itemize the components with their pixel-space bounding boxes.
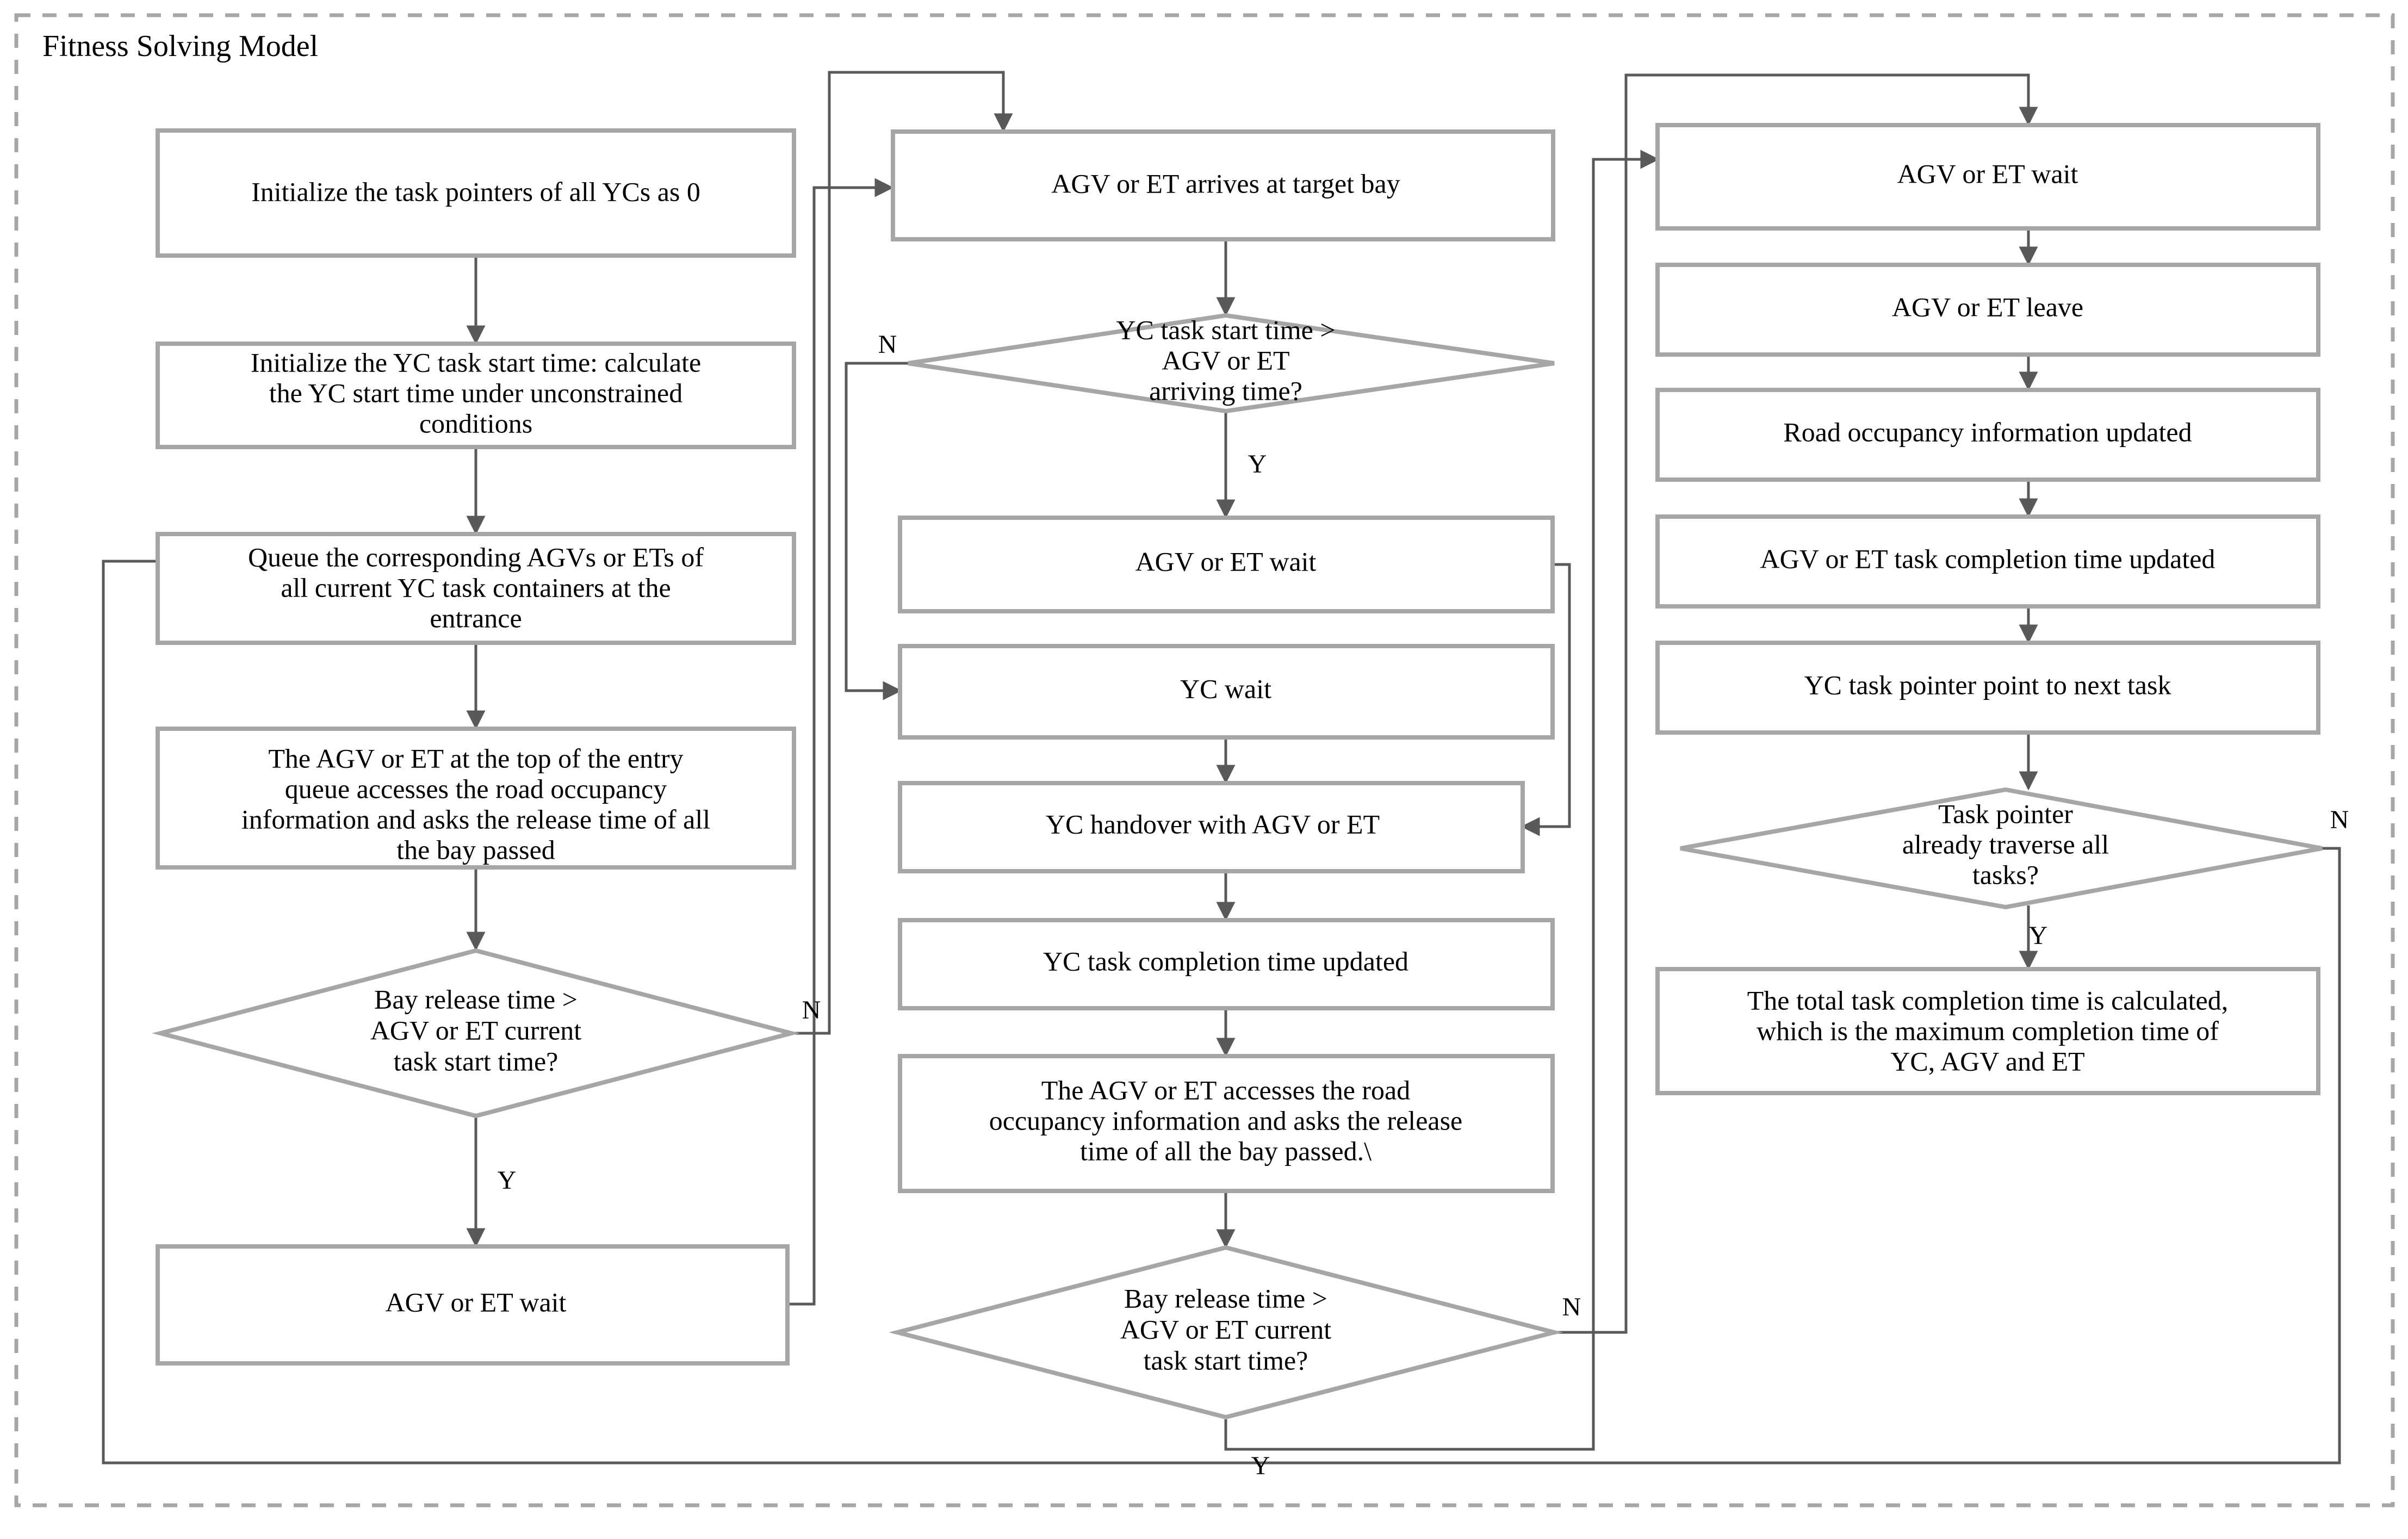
node-n4-line-3: information and asks the release time of…: [241, 804, 710, 834]
node-n9-label: AGV or ET wait: [1135, 546, 1317, 576]
edge-n14-yes-n16: [1224, 150, 1660, 1451]
node-n20[interactable]: Task pointer already traverse all tasks?: [1680, 787, 2323, 910]
node-n1[interactable]: Initialize the task pointers of all YCs …: [156, 128, 796, 258]
node-n21-line-2: which is the maximum completion time of: [1757, 1015, 2219, 1046]
node-n21-line-1: The total task completion time is calcul…: [1747, 985, 2228, 1015]
node-n4-line-2: queue accesses the road occupancy: [285, 773, 667, 804]
node-n15[interactable]: AGV or ET wait: [1655, 123, 2320, 231]
node-n13-line-2: occupancy information and asks the relea…: [989, 1105, 1462, 1135]
edge-n9-n11: [1520, 563, 1571, 836]
node-n18[interactable]: AGV or ET task completion time updated: [1655, 514, 2320, 609]
node-n4-line-4: the bay passed: [396, 834, 555, 865]
edge-n8-no-n10: [845, 362, 909, 700]
node-n17-label: Road occupancy information updated: [1783, 417, 2192, 447]
node-n10-label: YC wait: [1180, 673, 1271, 704]
node-n14-line-1: Bay release time >: [1124, 1283, 1327, 1313]
node-n21-line-3: YC, AGV and ET: [1890, 1046, 2084, 1076]
node-n8-line-1: YC task start time >: [1116, 314, 1335, 345]
node-n2[interactable]: Initialize the YC task start time: calcu…: [156, 342, 796, 449]
node-n5-line-1: Bay release time >: [374, 984, 578, 1014]
node-n3-line-1: Queue the corresponding AGVs or ETs of: [248, 542, 704, 572]
node-n15-label: AGV or ET wait: [1897, 158, 2078, 189]
edge-n14-no-n15: [1554, 73, 2038, 1334]
node-n8-line-3: arriving time?: [1149, 375, 1302, 406]
page-title: Fitness Solving Model: [42, 29, 318, 63]
node-n18-label: AGV or ET task completion time updated: [1760, 543, 2215, 574]
node-n14-line-2: AGV or ET current: [1120, 1314, 1331, 1344]
edge-label-n20-no: N: [2330, 805, 2349, 834]
node-n12[interactable]: YC task completion time updated: [898, 918, 1555, 1010]
node-n7[interactable]: AGV or ET arrives at target bay: [891, 129, 1555, 241]
node-n7-label: AGV or ET arrives at target bay: [1051, 168, 1400, 198]
node-n10[interactable]: YC wait: [898, 644, 1555, 740]
edge-label-n14-yes: Y: [1251, 1451, 1270, 1480]
edge-label-n20-yes: Y: [2029, 921, 2048, 950]
node-n4[interactable]: The AGV or ET at the top of the entry qu…: [156, 727, 796, 870]
node-n3[interactable]: Queue the corresponding AGVs or ETs of a…: [156, 532, 796, 645]
edge-label-n14-no: N: [1562, 1293, 1581, 1321]
node-n13-line-3: time of all the bay passed.\: [1080, 1135, 1371, 1166]
node-n5-line-3: task start time?: [394, 1046, 558, 1076]
node-n19-label: YC task pointer point to next task: [1804, 669, 2171, 700]
node-n2-line-3: conditions: [419, 408, 532, 438]
node-n2-line-2: the YC start time under unconstrained: [269, 377, 682, 408]
node-n8-line-2: AGV or ET: [1162, 345, 1289, 375]
node-n20-line-2: already traverse all: [1902, 829, 2109, 859]
edge-label-layer: N Y N Y N Y N Y: [498, 330, 2349, 1480]
node-n20-line-1: Task pointer: [1938, 798, 2073, 829]
node-n9[interactable]: AGV or ET wait: [898, 516, 1555, 613]
node-n6[interactable]: AGV or ET wait: [156, 1244, 790, 1366]
edge-label-n5-no: N: [802, 996, 821, 1025]
node-n3-line-3: entrance: [430, 603, 522, 633]
node-n8[interactable]: YC task start time > AGV or ET arriving …: [908, 313, 1555, 414]
edge-n5-no-n7: [791, 71, 1013, 1035]
node-n21[interactable]: The total task completion time is calcul…: [1655, 967, 2320, 1095]
connector-layer: [102, 71, 2341, 1464]
node-n1-label: Initialize the task pointers of all YCs …: [251, 176, 700, 207]
edge-n20-no-n3: [102, 551, 2341, 1464]
model-boundary: [14, 13, 2395, 1507]
node-n5-line-2: AGV or ET current: [370, 1015, 581, 1045]
node-n20-line-3: tasks?: [1972, 859, 2039, 890]
edge-n6-n7: [787, 178, 894, 1306]
node-n2-line-1: Initialize the YC task start time: calcu…: [251, 347, 701, 377]
node-n17[interactable]: Road occupancy information updated: [1655, 388, 2320, 482]
node-n13-line-1: The AGV or ET accesses the road: [1041, 1075, 1411, 1105]
node-n14[interactable]: Bay release time > AGV or ET current tas…: [889, 1245, 1563, 1420]
node-n3-line-2: all current YC task containers at the: [281, 572, 671, 603]
node-n5[interactable]: Bay release time > AGV or ET current tas…: [152, 948, 800, 1119]
edge-label-n8-yes: Y: [1248, 450, 1267, 479]
node-layer: Initialize the task pointers of all YCs …: [152, 123, 2323, 1420]
node-n12-label: YC task completion time updated: [1043, 946, 1408, 976]
node-n14-line-3: task start time?: [1144, 1345, 1308, 1375]
node-n16-label: AGV or ET leave: [1892, 291, 2083, 322]
node-n19[interactable]: YC task pointer point to next task: [1655, 641, 2320, 735]
node-n4-line-1: The AGV or ET at the top of the entry: [268, 743, 683, 773]
edge-label-n8-no: N: [878, 330, 897, 359]
node-n11[interactable]: YC handover with AGV or ET: [898, 781, 1525, 873]
node-n16[interactable]: AGV or ET leave: [1655, 263, 2320, 357]
node-n11-label: YC handover with AGV or ET: [1046, 809, 1380, 839]
node-n6-label: AGV or ET wait: [386, 1287, 567, 1317]
edge-label-n5-yes: Y: [498, 1166, 517, 1195]
node-n13[interactable]: The AGV or ET accesses the road occupanc…: [898, 1054, 1555, 1193]
